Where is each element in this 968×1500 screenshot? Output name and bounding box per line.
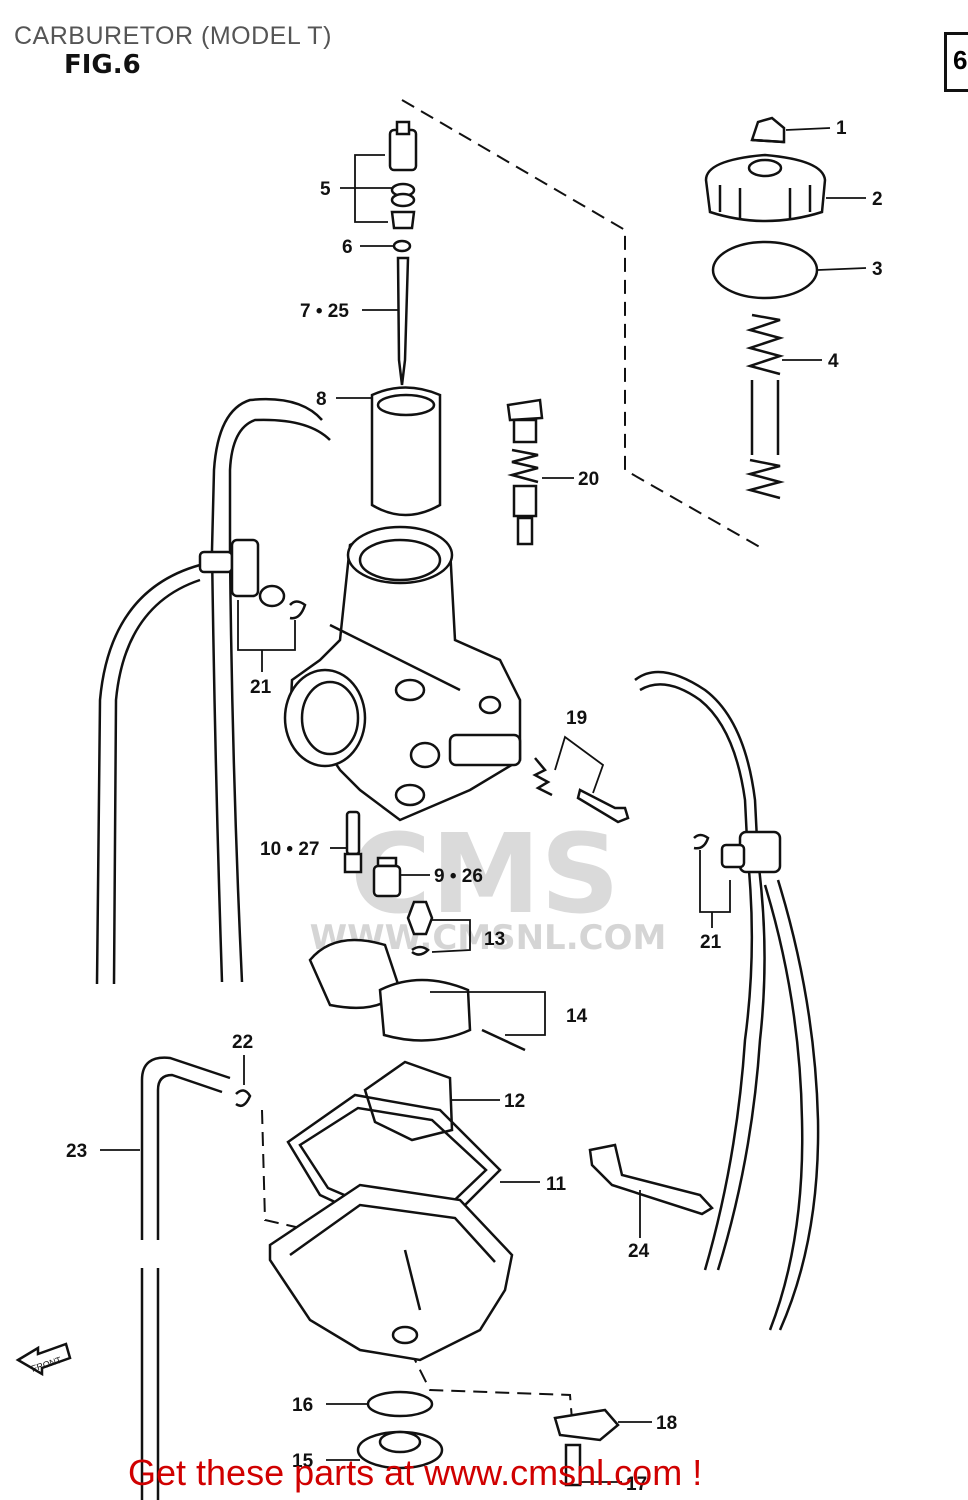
callout-7-25: 7 • 25: [300, 301, 349, 322]
callout-15: 15: [292, 1451, 314, 1472]
part-6-clip: [392, 239, 412, 253]
part-21-vent-tube-right: [634, 670, 820, 1331]
float-bowl: [268, 1183, 514, 1362]
callout-20: 20: [578, 469, 599, 490]
part-24-bracket: [588, 1143, 714, 1216]
part-2-top-cover: [704, 153, 827, 223]
callout-5: 5: [320, 179, 331, 200]
leader-21b: [699, 850, 731, 913]
leader-1: [785, 127, 831, 131]
callout-12: 12: [504, 1091, 525, 1112]
part-3-o-ring: [711, 240, 819, 300]
part-11-gasket: [286, 1093, 502, 1232]
figure-label: FIG.6: [64, 50, 141, 80]
part-1-cap: [750, 116, 786, 144]
callout-24: 24: [628, 1241, 650, 1262]
callout-9-26: 9 • 26: [434, 866, 483, 887]
assembly-line-drain: [409, 1349, 573, 1421]
page-title: CARBURETOR (MODEL T): [14, 22, 332, 50]
leader-21a: [237, 600, 296, 651]
part-22-clip: [235, 1089, 252, 1107]
part-16-o-ring: [366, 1390, 434, 1418]
part-9-pilot-jet: [372, 856, 402, 898]
callout-13: 13: [484, 929, 505, 950]
page-corner-tab: 6: [944, 32, 968, 92]
corner-mark: 6: [953, 45, 968, 75]
leader-19: [554, 735, 605, 794]
callout-1: 1: [836, 118, 847, 139]
part-23-overflow-tube: [140, 1056, 231, 1500]
leader-3: [817, 267, 867, 271]
part-18-drain-fitting: [553, 1408, 620, 1442]
part-17-screw: [564, 1443, 582, 1487]
part-5-adjuster: [388, 120, 418, 230]
part-14-float: [308, 938, 526, 1052]
part-12-float-arm-cover: [363, 1060, 454, 1142]
callout-21-right: 21: [700, 932, 722, 953]
assembly-line-top: [401, 99, 766, 551]
callout-10-27: 10 • 27: [260, 839, 319, 860]
part-20-starter-plunger: [506, 398, 544, 546]
part-8-throttle-slide: [370, 386, 442, 517]
part-19-air-screw: [532, 757, 630, 824]
callout-2: 2: [872, 189, 883, 210]
part-11-gasket-inner: [298, 1106, 488, 1220]
front-arrow-icon: [15, 1342, 72, 1377]
callout-18: 18: [656, 1413, 677, 1434]
callout-14: 14: [566, 1006, 588, 1027]
leader-13: [431, 919, 471, 953]
assembly-line-bottom: [261, 1109, 301, 1229]
part-10-main-jet: [343, 810, 363, 874]
callout-4: 4: [828, 351, 839, 372]
callout-19: 19: [566, 708, 587, 729]
carburetor-body: [283, 525, 522, 822]
leader-14: [430, 991, 546, 1036]
part-13-float-valve: [406, 900, 434, 956]
callout-23: 23: [66, 1141, 87, 1162]
promo-banner[interactable]: Get these parts at www.cmsnl.com !: [128, 1452, 703, 1493]
callout-16: 16: [292, 1395, 313, 1416]
callout-6: 6: [342, 237, 353, 258]
part-21-vent-tube-left: [95, 398, 331, 985]
callout-22: 22: [232, 1032, 253, 1053]
callout-11: 11: [546, 1174, 567, 1195]
callout-8: 8: [316, 389, 327, 410]
callout-3: 3: [872, 259, 883, 280]
callout-17: 17: [626, 1474, 647, 1495]
part-4-spring: [745, 313, 785, 500]
callout-21-left: 21: [250, 677, 272, 698]
part-15-drain-plug: [356, 1430, 444, 1470]
part-7-needle: [396, 256, 410, 386]
